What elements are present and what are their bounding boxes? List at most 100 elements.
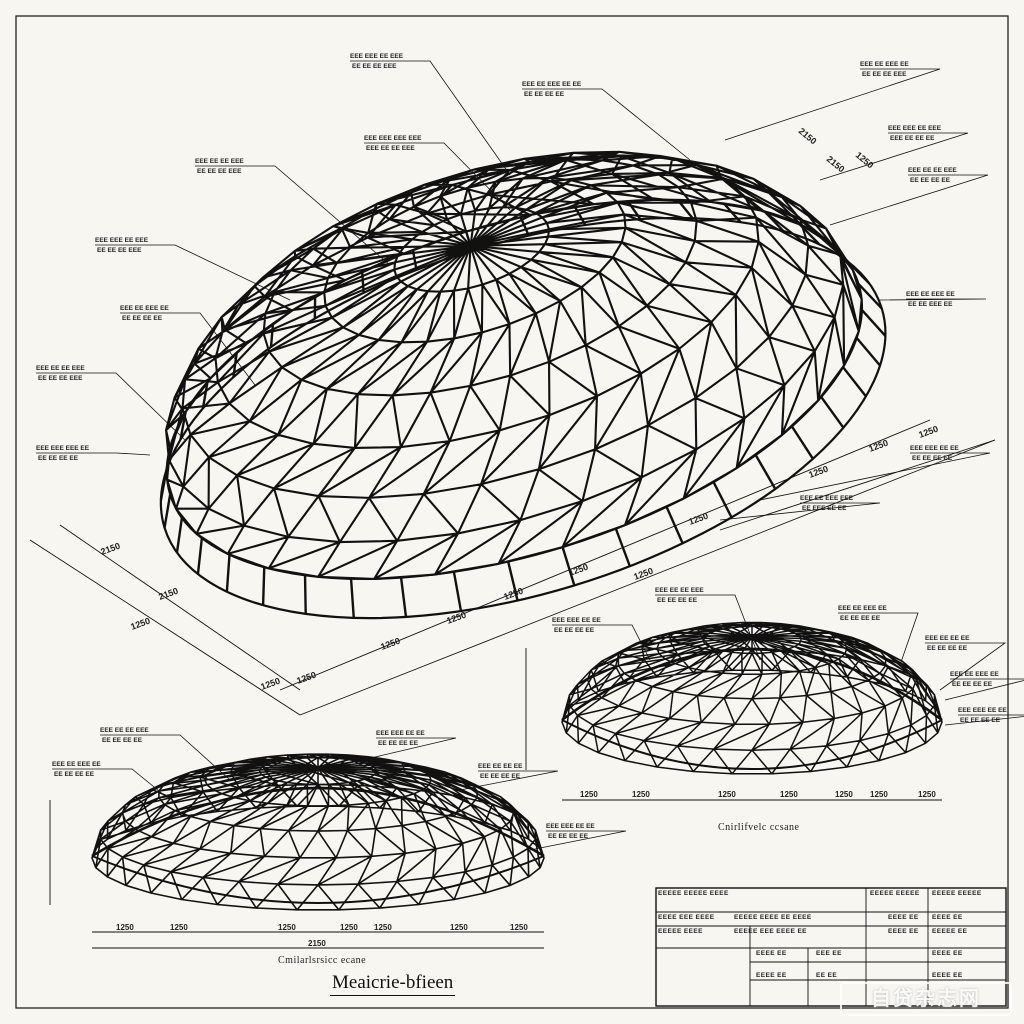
dim-label-main-front: 1250 bbox=[379, 636, 401, 652]
drawing-main-title: Meaicrie-bfieen bbox=[330, 972, 456, 996]
callout-leader-line bbox=[120, 312, 256, 386]
main-dome-lattice bbox=[165, 150, 863, 580]
callout-sublabel: EE EE EE EEE bbox=[352, 63, 397, 70]
callout-sublabel: EE EE EE EE bbox=[657, 597, 698, 604]
title-block-cell: EEEEE EEEEE EEEE bbox=[658, 890, 729, 897]
callout-leader-line bbox=[838, 612, 919, 666]
callout-label: EEE EEE EE EEE bbox=[95, 237, 149, 244]
title-block-cell: EEEE EE bbox=[932, 914, 963, 921]
dim-label-dome-left: 1250 bbox=[450, 923, 468, 932]
callout-label: EEE EEE EE EE bbox=[376, 730, 425, 737]
dim-line-right bbox=[719, 439, 996, 531]
callout-sublabel: EE EE EE EE bbox=[480, 773, 521, 780]
title-block-cell: EEEE EE bbox=[888, 914, 919, 921]
title-block-cell: EEEE EE bbox=[932, 950, 963, 957]
dim-line-left-inner bbox=[59, 524, 301, 691]
dome-right-lattice bbox=[561, 621, 943, 775]
dim-label-main-right: 1250 bbox=[687, 511, 709, 527]
dim-label-dome-left: 1250 bbox=[170, 923, 188, 932]
dim-label-dome-left-overall: 2150 bbox=[308, 939, 326, 948]
callout-leader-line bbox=[719, 502, 881, 521]
title-block-cell: EEEEE EEEEE bbox=[870, 890, 920, 897]
main-dome-frame bbox=[159, 150, 887, 620]
callout-sublabel: EE EE EE EE bbox=[910, 177, 951, 184]
title-block-cell: EEEE EE bbox=[888, 928, 919, 935]
callout-sublabel: EE EE EE EE bbox=[548, 833, 589, 840]
callout-label: EEE EE EE EEE bbox=[195, 158, 244, 165]
callout-leader-line bbox=[655, 594, 761, 661]
callout-label: EEE EE EE EEE bbox=[100, 727, 149, 734]
callout-sublabel: EE EE EE EE bbox=[952, 681, 993, 688]
dim-line-front bbox=[299, 439, 996, 716]
dim-label-main-right: 1250 bbox=[867, 438, 889, 454]
callout-sublabel: EE EE EE EE bbox=[554, 627, 595, 634]
dome-right-base-outline bbox=[561, 719, 943, 770]
callout-label: EEE EE EEE EE bbox=[950, 671, 999, 678]
dim-label-dome-right: 1250 bbox=[718, 790, 736, 799]
dim-label-main-front: 1250 bbox=[129, 616, 151, 632]
title-block-cell: EEEEE EE bbox=[932, 928, 968, 935]
dome-left-crown-outline bbox=[91, 786, 545, 858]
title-block-cell: EEEE EEE EEEE bbox=[658, 914, 715, 921]
callout-sublabel: EE EE EE EEE bbox=[97, 247, 142, 254]
callout-leader-line bbox=[459, 770, 559, 791]
callout-label: EEE EE EE EE bbox=[925, 635, 970, 642]
callout-label: EEE EEE EE EE bbox=[958, 707, 1007, 714]
callout-leader-line bbox=[350, 60, 511, 176]
caption-dome-right: Cnirlifvelc ccsane bbox=[718, 822, 800, 833]
title-block-grid bbox=[655, 887, 1007, 1007]
dim-label-dome-right: 1250 bbox=[780, 790, 798, 799]
dim-label-main-front: 1250 bbox=[567, 562, 589, 578]
dim-line-left bbox=[29, 539, 301, 716]
callout-label: EEE EEE EE EE bbox=[910, 445, 959, 452]
callout-label: EEE EE EEE EE EE bbox=[522, 81, 582, 88]
title-block-cell: EEEEE EEEE bbox=[658, 928, 703, 935]
callout-sublabel: EE EE EE EE bbox=[912, 455, 953, 462]
callout-sublabel: EE EE EEE EE bbox=[908, 301, 953, 308]
callout-label: EEE EE EE EE bbox=[478, 763, 523, 770]
callout-leader-line bbox=[944, 678, 1024, 701]
callout-label: EEE EE EEE EE bbox=[120, 305, 169, 312]
dim-label-main-front: 2150 bbox=[99, 541, 121, 557]
watermark-logo: 自贷杂志网 bbox=[840, 982, 1012, 1016]
main-dome-dimension-lines: 2150 2150 1250 1250 1250 1250 1250 1250 1250 1250… bbox=[29, 126, 996, 716]
callout-sublabel: EE EE EE EE bbox=[38, 455, 79, 462]
callout-leader-line bbox=[195, 165, 391, 266]
dim-label-dome-left: 1250 bbox=[374, 923, 392, 932]
callout-leader-line bbox=[100, 734, 231, 781]
title-block-cell: EEEE EE bbox=[932, 972, 963, 979]
title-block-cell: EEEE EE bbox=[756, 972, 787, 979]
callout-sublabel: EE EE EE EEE bbox=[862, 71, 907, 78]
dim-label-dome-left: 1250 bbox=[278, 923, 296, 932]
callout-label: EEE EEE EE EEE bbox=[888, 125, 942, 132]
dim-label-main-top: 2150 bbox=[797, 126, 819, 147]
title-block-cell: EE EE bbox=[816, 972, 838, 979]
callout-leader-line bbox=[364, 142, 511, 211]
callout-label: EEE EE EEE EE bbox=[52, 761, 101, 768]
callout-leader-line bbox=[724, 68, 941, 141]
callout-label: EEE EEE EE EEE bbox=[350, 53, 404, 60]
callout-sublabel: EE EE EE EE bbox=[378, 740, 419, 747]
callout-sublabel: EEE EE EE EE bbox=[890, 135, 935, 142]
dim-label-dome-right: 1250 bbox=[632, 790, 650, 799]
callout-leader-line bbox=[944, 714, 1024, 726]
callout-sublabel: EE EE EE EEE bbox=[38, 375, 83, 382]
callout-leader-line bbox=[759, 452, 991, 501]
dim-label-main-right: 1250 bbox=[807, 464, 829, 480]
dim-label-dome-left: 1250 bbox=[340, 923, 358, 932]
sheet-border bbox=[15, 15, 1009, 1009]
callout-leader-line bbox=[95, 244, 291, 301]
dim-label-main-front: 1250 bbox=[259, 676, 281, 692]
dim-label-main-top: 2150 bbox=[825, 154, 847, 175]
dim-label-dome-left: 1250 bbox=[510, 923, 528, 932]
title-block-cell: EEEE EE bbox=[756, 950, 787, 957]
main-geodesic-dome-perspective bbox=[159, 150, 887, 620]
dim-label-main-right: 1250 bbox=[917, 424, 939, 440]
callout-leader-line bbox=[829, 174, 989, 226]
callout-leader-line bbox=[522, 88, 691, 161]
callout-sublabel: EE EE EE EE bbox=[102, 737, 143, 744]
callout-leader-line bbox=[36, 452, 151, 456]
callout-label: EEE EEE EEE EE bbox=[36, 445, 90, 452]
